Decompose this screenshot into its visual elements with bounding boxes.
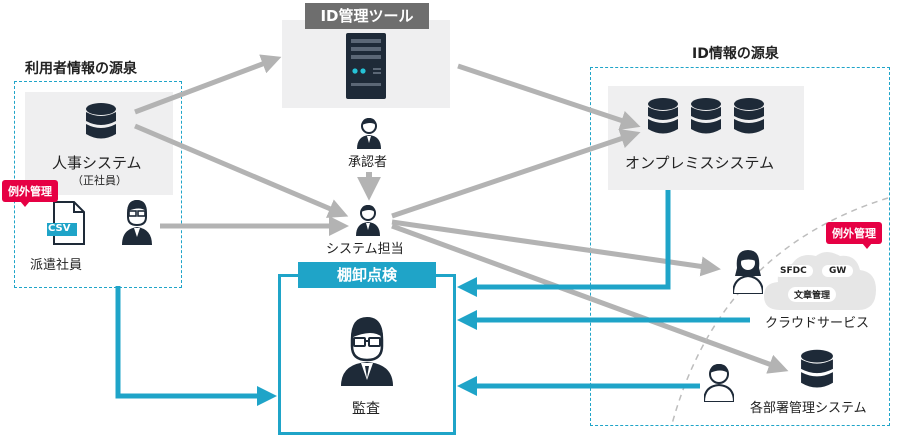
person-icon (357, 118, 381, 149)
arrow-hr-to-idtool (134, 54, 282, 115)
cloud-tag: 文章管理 (788, 287, 837, 302)
cloud-tag-docs: 文章管理 (794, 291, 831, 301)
arrow-hr-to-owner (134, 123, 349, 218)
database-icon (734, 98, 764, 134)
inventory-header: 棚卸点検 (298, 262, 436, 288)
arrow-onprem-to-inventory (457, 190, 671, 297)
cloud-area-arc (671, 197, 889, 425)
csv-label: CSV (48, 223, 71, 234)
exception-badge: 例外管理 (2, 180, 58, 207)
database-icon (86, 103, 116, 139)
system-owner-label: システム担当 (326, 242, 404, 257)
person-glasses-icon (122, 199, 152, 245)
inventory-title: 棚卸点検 (336, 266, 397, 284)
arrow-idtool-to-onprem (457, 63, 641, 131)
arrow-user-to-audit (115, 286, 277, 406)
csv-file-icon (47, 201, 85, 245)
dept-label: 各部署管理システム (750, 401, 867, 416)
onprem-label: オンプレミスシステム (625, 154, 775, 172)
hr-system-label: 人事システム (52, 154, 142, 172)
cloud-exception-badge: 例外管理 (826, 222, 882, 249)
id-source-title: ID情報の源泉 (692, 46, 779, 62)
arrow-owner-to-onprem (391, 129, 641, 219)
audit-label: 監査 (352, 401, 380, 417)
cloud-icon (764, 252, 876, 310)
database-icon (648, 98, 678, 134)
approver-label: 承認者 (348, 155, 388, 170)
auditor-icon (341, 317, 393, 386)
dispatch-label: 派遣社員 (30, 258, 83, 273)
cloud-tag-gw: GW (829, 266, 847, 276)
id-tool-header: ID管理ツール (305, 3, 429, 29)
person-icon (356, 205, 380, 236)
arrow-owner-to-cloud (391, 219, 721, 277)
arrow-owner-to-dept (391, 223, 789, 374)
hr-system-sub: （正社員） (72, 174, 127, 187)
cloud-tag-sfdc: SFDC (780, 266, 807, 276)
person-icon (704, 364, 734, 402)
server-icon (346, 33, 386, 99)
cloud-tag: GW (822, 265, 854, 277)
woman-icon (733, 250, 763, 294)
user-source-title: 利用者情報の源泉 (25, 61, 137, 77)
id-source-box (590, 67, 890, 426)
cloud-label: クラウドサービス (765, 316, 870, 331)
cloud-tag: SFDC (774, 265, 813, 277)
database-icon (691, 98, 721, 134)
exception-badge-label: 例外管理 (8, 185, 52, 198)
database-icon (801, 349, 833, 388)
id-tool-title: ID管理ツール (320, 7, 414, 25)
cloud-exception-badge-label: 例外管理 (832, 227, 876, 240)
